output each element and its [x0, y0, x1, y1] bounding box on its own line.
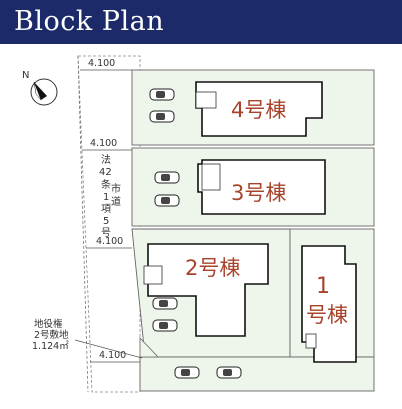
road-width-2: 4.100	[90, 138, 117, 149]
car-icon	[149, 88, 175, 101]
lot-1-number: 1	[316, 274, 330, 299]
svg-text:項: 項	[101, 203, 111, 215]
building-1-entrance	[305, 333, 317, 349]
road-width-3: 4.100	[96, 236, 123, 247]
lot-1-label: 号棟	[306, 303, 348, 327]
svg-text:地役権: 地役権	[34, 318, 63, 330]
building-2-entrance	[143, 265, 163, 285]
easement-note: 地役権 2号敷地 1.124㎡	[32, 318, 143, 359]
parking-spaces	[149, 88, 242, 379]
title-bar: Block Plan	[0, 0, 402, 44]
easement-area	[139, 336, 159, 358]
dimension-lines	[80, 69, 140, 363]
svg-text:2号敷地: 2号敷地	[34, 329, 69, 341]
svg-text:5: 5	[103, 216, 109, 227]
svg-text:1: 1	[103, 192, 109, 203]
page-title: Block Plan	[14, 6, 165, 37]
car-icon	[154, 171, 180, 184]
car-icon	[216, 366, 242, 379]
lot-4-label: 4号棟	[231, 98, 286, 122]
car-icon	[152, 319, 178, 332]
svg-text:1.124㎡: 1.124㎡	[32, 341, 69, 352]
car-icon	[152, 297, 178, 310]
building-3-entrance	[201, 163, 221, 191]
svg-text:号: 号	[101, 227, 111, 239]
svg-text:法: 法	[101, 153, 111, 166]
svg-text:市: 市	[111, 182, 121, 195]
north-arrow: N	[22, 70, 58, 106]
site-plan: 4.100 4.100 4.100 4.100 法 42 条 1 項 5 号 市…	[22, 55, 375, 393]
svg-text:42: 42	[99, 167, 112, 178]
car-icon	[149, 110, 175, 123]
car-icon	[154, 194, 180, 207]
road-edge-line	[77, 55, 89, 393]
north-letter: N	[22, 70, 29, 81]
svg-text:道: 道	[111, 195, 121, 208]
road-strip	[77, 55, 141, 393]
road-legal-note: 法 42 条 1 項 5 号	[99, 153, 112, 239]
road-name-note: 市 道	[111, 182, 121, 208]
road-width-4: 4.100	[99, 350, 126, 361]
svg-text:条: 条	[101, 178, 111, 191]
lot-2-label: 2号棟	[185, 256, 240, 280]
building-4-entrance	[195, 91, 217, 109]
road-width-1: 4.100	[88, 58, 115, 69]
car-icon	[174, 366, 200, 379]
lot-3-label: 3号棟	[231, 181, 286, 205]
building-2	[147, 243, 269, 337]
building-3	[197, 159, 326, 215]
